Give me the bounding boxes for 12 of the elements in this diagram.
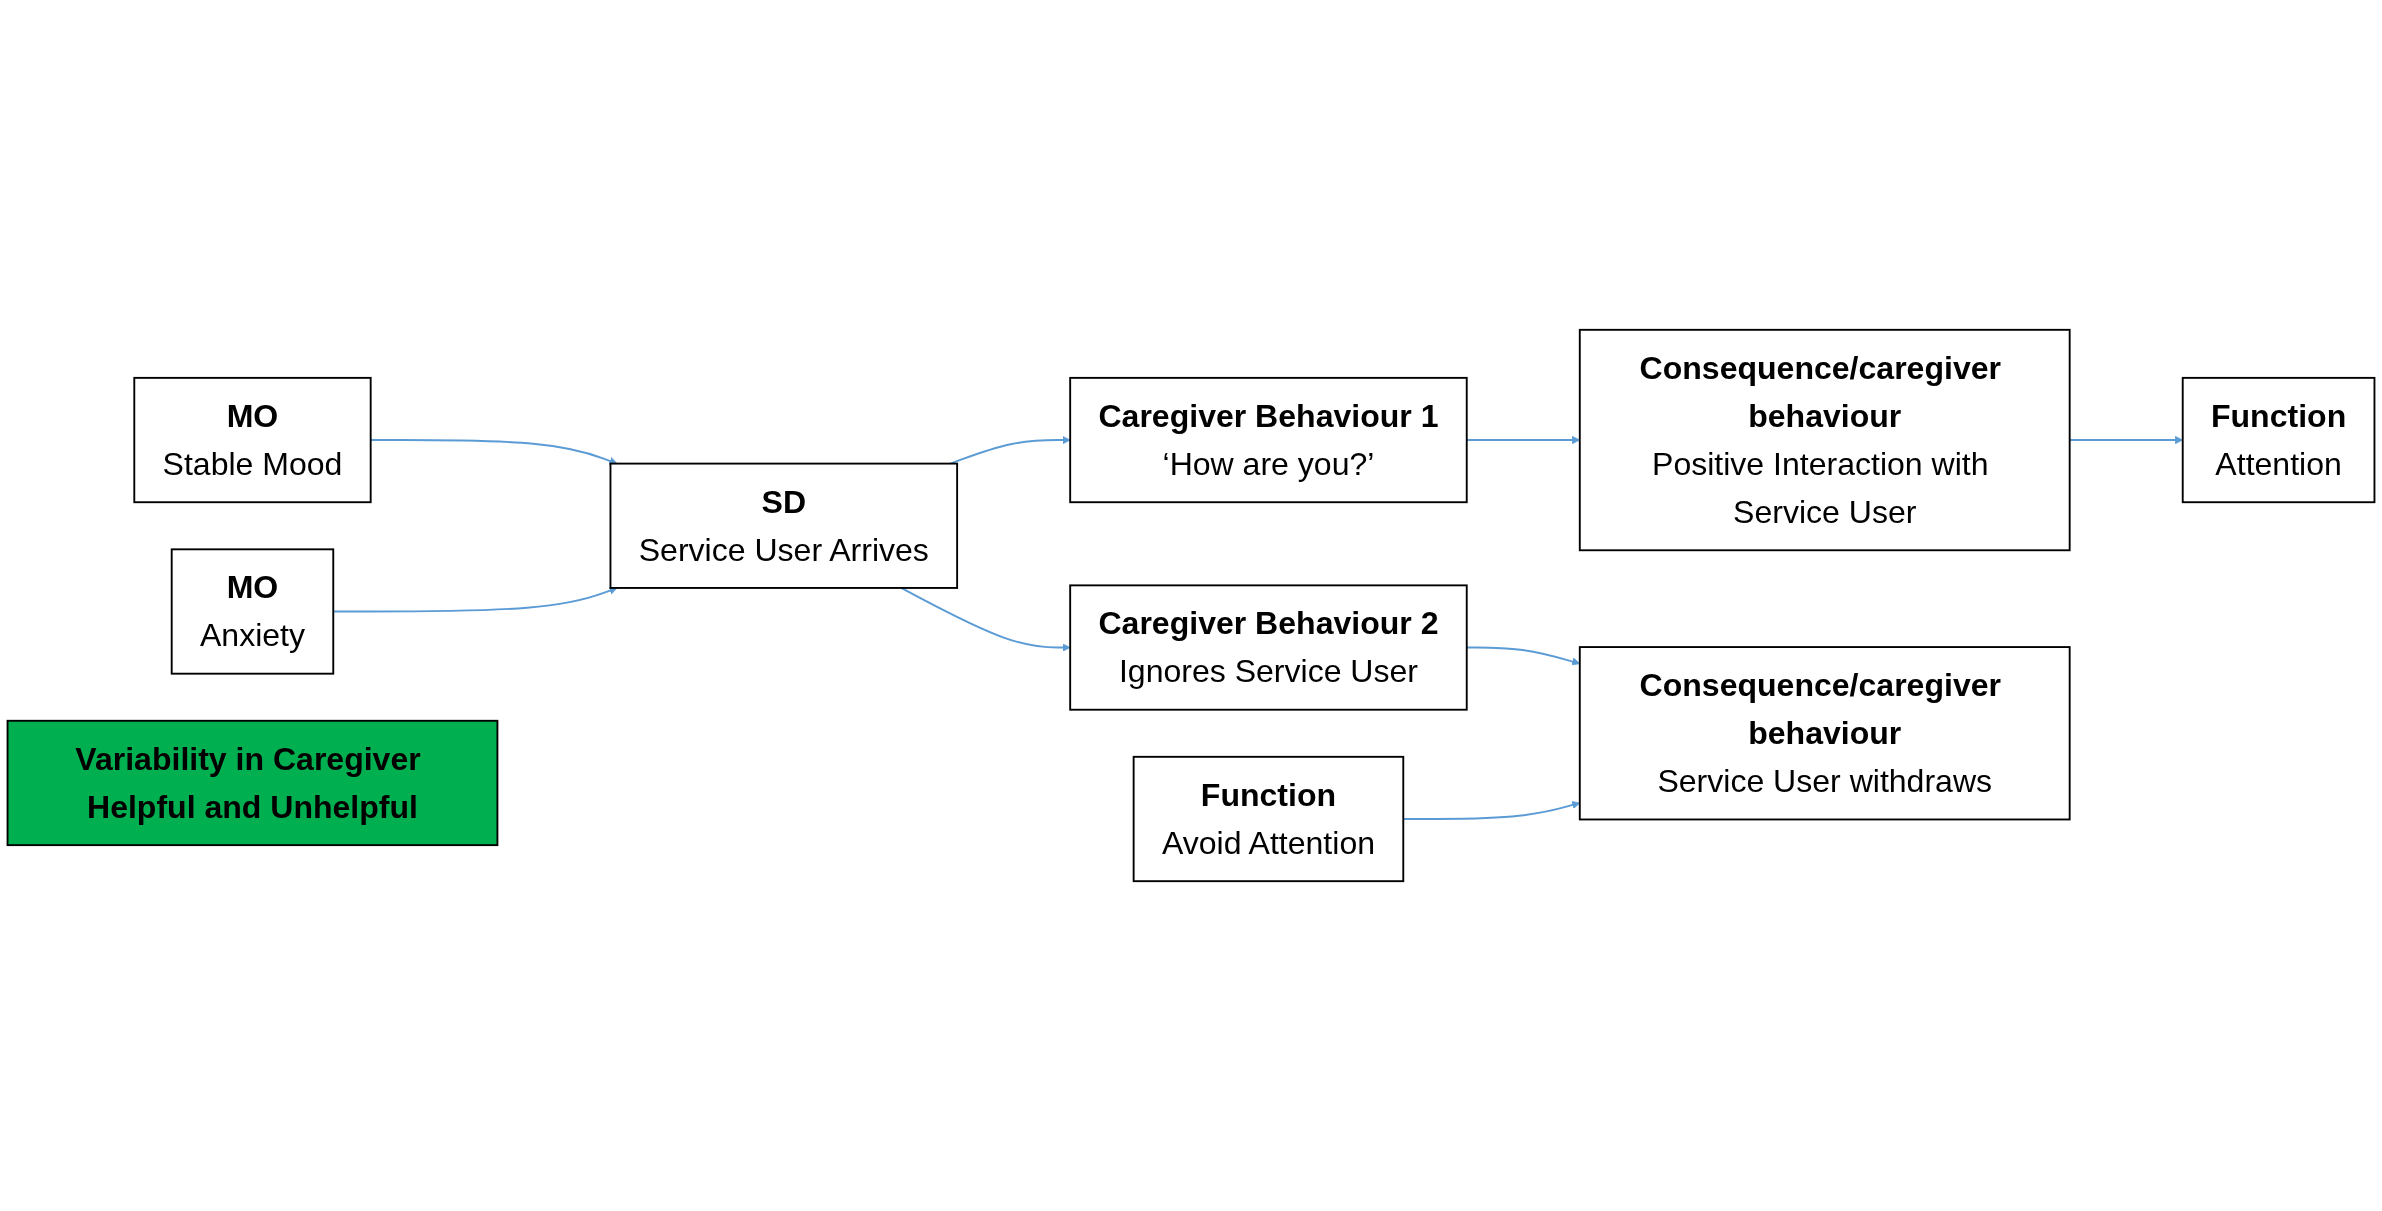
node-box: Consequence/caregiver behaviour Service User withdraws <box>1578 646 2071 821</box>
node-box: Consequence/caregiver behaviour Positive Interaction with Service User <box>1578 328 2071 552</box>
arrow <box>900 587 1071 652</box>
node-box: SD Service User Arrives <box>609 462 959 589</box>
node-box: Function Avoid Attention <box>1132 755 1405 883</box>
node-box: MO Stable Mood <box>133 376 372 504</box>
node-box: Function Attention <box>2181 376 2376 504</box>
node-box: MO Anxiety <box>170 548 335 675</box>
node-box: Variability in Caregiver Helpful and Unhelpful <box>6 719 499 847</box>
node-box: Caregiver Behaviour 2 Ignores Service User <box>1069 584 1468 711</box>
node-box: Caregiver Behaviour 1 ‘How are you?’ <box>1069 376 1468 504</box>
arrow <box>949 435 1071 465</box>
